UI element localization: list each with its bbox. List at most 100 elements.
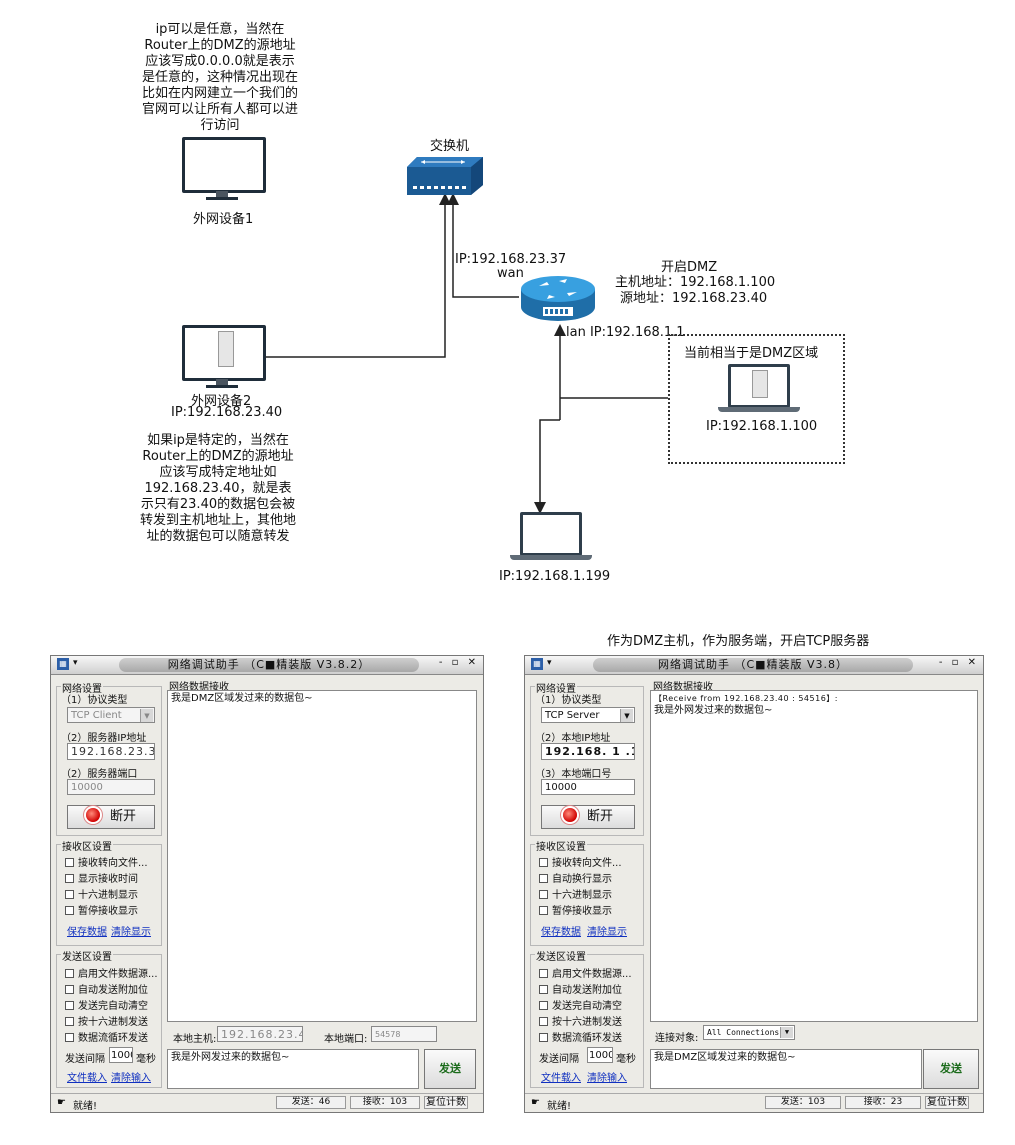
- window-controls[interactable]: - ▫ ✕: [438, 657, 479, 668]
- status-bar: ☛ 就绪! 发送：46 接收：103 复位计数: [51, 1093, 483, 1112]
- interval-field[interactable]: 1000: [587, 1047, 613, 1063]
- server-port-field[interactable]: 10000: [67, 779, 155, 795]
- window-title: 网络调试助手 （C■精装版 V3.8）: [657, 658, 849, 671]
- status-bar: ☛ 就绪! 发送：103 接收：23 复位计数: [525, 1093, 983, 1112]
- clear-display-link[interactable]: 清除显示: [587, 927, 627, 938]
- recv-area-title: 网络数据接收: [653, 682, 713, 693]
- router-icon: [521, 276, 595, 321]
- netassist-window-server: ▦ ▾ 网络调试助手 （C■精装版 V3.8） - ▫ ✕ 网络设置 （1）协议…: [524, 655, 984, 1113]
- send-option-checkbox[interactable]: 自动发送附加位: [65, 981, 148, 996]
- protocol-select[interactable]: TCP Server▼: [541, 707, 635, 723]
- reset-count-button[interactable]: 复位计数: [925, 1096, 969, 1109]
- clear-display-link[interactable]: 清除显示: [111, 927, 151, 938]
- dmz-host-addr: 主机地址：192.168.1.100: [615, 275, 776, 290]
- recv-option-checkbox[interactable]: 显示接收时间: [65, 870, 138, 885]
- send-button[interactable]: 发送: [424, 1049, 476, 1089]
- send-option-checkbox[interactable]: 启用文件数据源...: [65, 965, 158, 980]
- local-port-field[interactable]: 10000: [541, 779, 635, 795]
- recv-option-checkbox[interactable]: 接收转向文件...: [539, 854, 622, 869]
- recv-area[interactable]: 【Receive from 192.168.23.40 : 54516】: 我是…: [650, 690, 978, 1022]
- laptop-ip: IP:192.168.1.199: [499, 569, 611, 584]
- recv-settings-group: 接收区设置 接收转向文件... 显示接收时间 十六进制显示 暂停接收显示 保存数…: [56, 838, 162, 946]
- send-settings-group: 发送区设置 启用文件数据源... 自动发送附加位 发送完自动清空 按十六进制发送…: [530, 948, 644, 1088]
- recv-option-checkbox[interactable]: 暂停接收显示: [65, 902, 138, 917]
- status-lamp-icon: [562, 808, 577, 822]
- send-option-checkbox[interactable]: 数据流循环发送: [65, 1029, 148, 1044]
- recv-settings-group: 接收区设置 接收转向文件... 自动换行显示 十六进制显示 暂停接收显示 保存数…: [530, 838, 644, 946]
- device1-label: 外网设备1: [193, 212, 254, 227]
- device2-label: 外网设备2: [191, 394, 252, 409]
- monitor-icon: [182, 325, 266, 391]
- dmz-title: 开启DMZ: [661, 260, 718, 275]
- recv-option-checkbox[interactable]: 暂停接收显示: [539, 902, 612, 917]
- right-caption: 作为DMZ主机，作为服务端，开启TCP服务器: [607, 634, 870, 649]
- send-option-checkbox[interactable]: 自动发送附加位: [539, 981, 622, 996]
- server-ip-field[interactable]: 192.168.23.37: [67, 743, 155, 760]
- disconnect-button[interactable]: 断开: [541, 805, 635, 829]
- app-icon[interactable]: ▦: [57, 658, 69, 670]
- local-host-field[interactable]: 192.168.23.40: [217, 1026, 303, 1042]
- send-option-checkbox[interactable]: 发送完自动清空: [65, 997, 148, 1012]
- dmz-host-ip: IP:192.168.1.100: [706, 419, 818, 434]
- chevron-down-icon[interactable]: ▾: [547, 658, 552, 668]
- wan-label: wan: [497, 266, 524, 281]
- recv-option-checkbox[interactable]: 接收转向文件...: [65, 854, 148, 869]
- save-data-link[interactable]: 保存数据: [67, 927, 107, 938]
- net-settings-group: 网络设置 （1）协议类型 TCP Server▼ （2）本地IP地址 192.1…: [530, 680, 644, 836]
- disconnect-button[interactable]: 断开: [67, 805, 155, 829]
- send-area[interactable]: 我是外网发过来的数据包~: [167, 1049, 419, 1089]
- clear-input-link[interactable]: 清除输入: [111, 1073, 151, 1084]
- monitor-icon: [182, 137, 266, 203]
- local-ip-field[interactable]: 192.168. 1 .100: [541, 743, 635, 760]
- sent-count: 发送：103: [765, 1096, 841, 1109]
- interval-field[interactable]: 1000: [109, 1047, 133, 1063]
- app-icon[interactable]: ▦: [531, 658, 543, 670]
- chevron-down-icon[interactable]: ▾: [73, 658, 78, 668]
- send-option-checkbox[interactable]: 数据流循环发送: [539, 1029, 622, 1044]
- note-specific-ip: 如果ip是特定的，当然在Router上的DMZ的源地址应该写成特定地址如192.…: [139, 433, 296, 544]
- status-icon: ☛: [57, 1097, 66, 1108]
- recv-area[interactable]: 我是DMZ区域发过来的数据包~: [167, 690, 477, 1022]
- status-icon: ☛: [531, 1097, 540, 1108]
- dmz-zone: [668, 334, 845, 464]
- netassist-window-client: ▦ ▾ 网络调试助手 （C■精装版 V3.8.2） - ▫ ✕ 网络设置 （1）…: [50, 655, 484, 1113]
- recv-area-title: 网络数据接收: [169, 682, 229, 693]
- recv-option-checkbox[interactable]: 十六进制显示: [65, 886, 138, 901]
- switch-icon: [407, 157, 483, 195]
- send-button[interactable]: 发送: [923, 1049, 979, 1089]
- window-controls[interactable]: - ▫ ✕: [938, 657, 979, 668]
- reset-count-button[interactable]: 复位计数: [424, 1096, 468, 1109]
- send-option-checkbox[interactable]: 按十六进制发送: [65, 1013, 148, 1028]
- send-option-checkbox[interactable]: 发送完自动清空: [539, 997, 622, 1012]
- laptop-icon: [718, 364, 800, 416]
- net-settings-group: 网络设置 （1）协议类型 TCP Client▼ （2）服务器IP地址 192.…: [56, 680, 162, 836]
- connection-target-select[interactable]: All Connections▼: [703, 1025, 795, 1040]
- send-settings-group: 发送区设置 启用文件数据源... 自动发送附加位 发送完自动清空 按十六进制发送…: [56, 948, 162, 1088]
- sent-count: 发送：46: [276, 1096, 346, 1109]
- switch-label: 交换机: [430, 139, 470, 154]
- save-data-link[interactable]: 保存数据: [541, 927, 581, 938]
- window-title: 网络调试助手 （C■精装版 V3.8.2）: [167, 658, 371, 671]
- recv-count: 接收：103: [350, 1096, 420, 1109]
- note-any-ip: ip可以是任意，当然在Router上的DMZ的源地址应该写成0.0.0.0就是表…: [141, 22, 298, 133]
- laptop-icon: [510, 512, 592, 564]
- protocol-select[interactable]: TCP Client▼: [67, 707, 155, 723]
- clear-input-link[interactable]: 清除输入: [587, 1073, 627, 1084]
- send-option-checkbox[interactable]: 按十六进制发送: [539, 1013, 622, 1028]
- recv-count: 接收：23: [845, 1096, 921, 1109]
- file-load-link[interactable]: 文件载入: [67, 1073, 107, 1084]
- title-bar[interactable]: ▦ ▾ 网络调试助手 （C■精装版 V3.8.2） - ▫ ✕: [51, 656, 483, 675]
- wan-ip-label: IP:192.168.23.37: [455, 252, 567, 267]
- dmz-zone-label: 当前相当于是DMZ区域: [684, 346, 819, 361]
- file-load-link[interactable]: 文件载入: [541, 1073, 581, 1084]
- title-bar[interactable]: ▦ ▾ 网络调试助手 （C■精装版 V3.8） - ▫ ✕: [525, 656, 983, 675]
- status-lamp-icon: [85, 808, 100, 822]
- send-area[interactable]: 我是DMZ区域发过来的数据包~: [650, 1049, 922, 1089]
- local-port-field[interactable]: 54578: [371, 1026, 437, 1042]
- network-wires: [258, 193, 668, 514]
- recv-option-checkbox[interactable]: 十六进制显示: [539, 886, 612, 901]
- dmz-src-addr: 源地址：192.168.23.40: [620, 291, 768, 306]
- device2-ip: IP:192.168.23.40: [171, 405, 283, 420]
- recv-option-checkbox[interactable]: 自动换行显示: [539, 870, 612, 885]
- send-option-checkbox[interactable]: 启用文件数据源...: [539, 965, 632, 980]
